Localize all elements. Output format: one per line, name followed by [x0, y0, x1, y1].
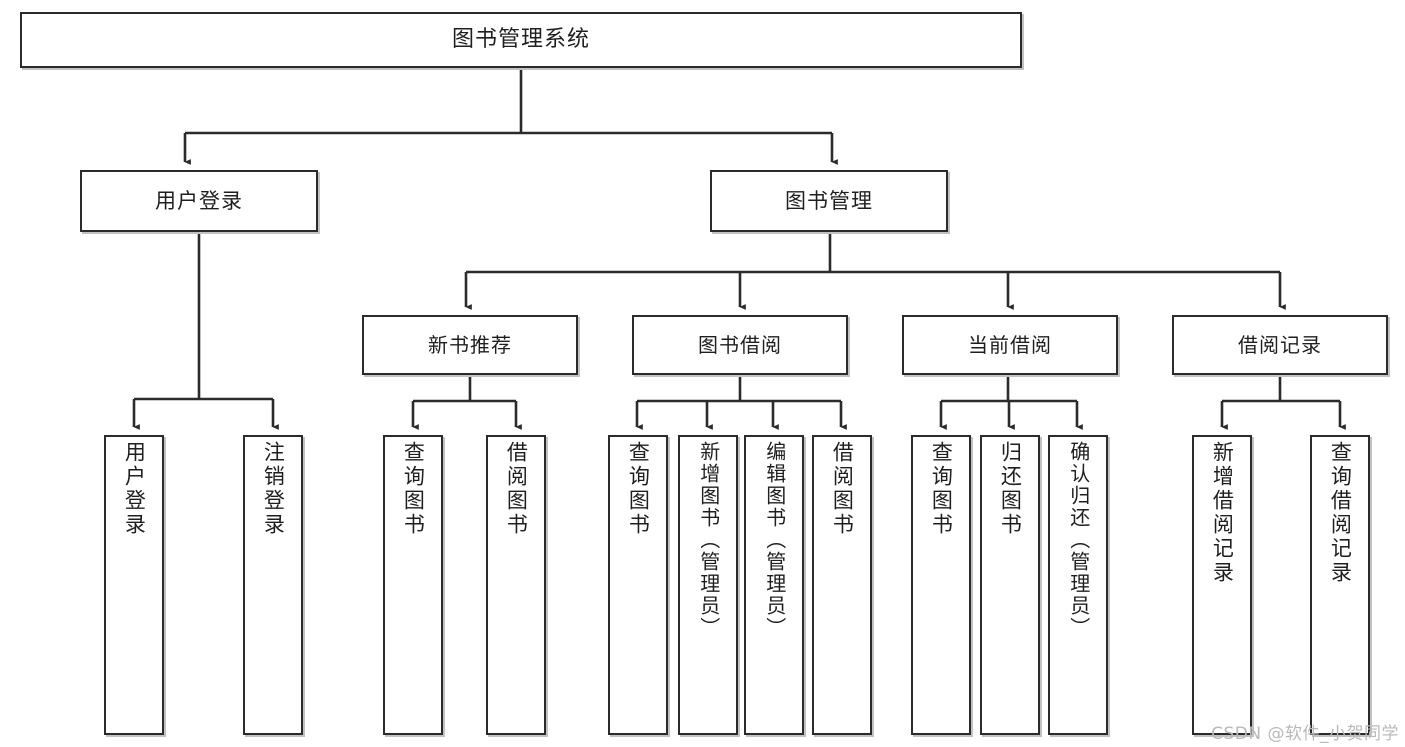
leaf-book-borrow-query[interactable]: 查询图书 — [608, 435, 668, 735]
node-current-borrow[interactable]: 当前借阅 — [902, 315, 1118, 375]
leaf-new-book-query[interactable]: 查询图书 — [383, 435, 443, 735]
node-borrow-record-label: 借阅记录 — [1238, 332, 1322, 357]
leaf-new-book-query-label: 查询图书 — [401, 441, 426, 537]
node-borrow-record[interactable]: 借阅记录 — [1172, 315, 1388, 375]
leaf-new-book-borrow[interactable]: 借阅图书 — [486, 435, 546, 735]
node-new-book-recommend[interactable]: 新书推荐 — [362, 315, 578, 375]
leaf-borrow-record-query[interactable]: 查询借阅记录 — [1310, 435, 1370, 735]
node-new-book-recommend-label: 新书推荐 — [428, 332, 512, 357]
node-root-label: 图书管理系统 — [451, 27, 590, 53]
leaf-borrow-record-add[interactable]: 新增借阅记录 — [1192, 435, 1252, 735]
node-book-management[interactable]: 图书管理 — [710, 170, 948, 232]
leaf-book-borrow-borrow[interactable]: 借阅图书 — [812, 435, 872, 735]
leaf-user-login-logout-label: 注销登录 — [261, 441, 286, 537]
leaf-borrow-record-add-label: 新增借阅记录 — [1210, 441, 1235, 585]
leaf-book-borrow-query-label: 查询图书 — [626, 441, 651, 537]
node-current-borrow-label: 当前借阅 — [968, 332, 1052, 357]
leaf-book-borrow-add[interactable]: 新增图书（管理员） — [678, 435, 738, 735]
csdn-watermark: CSDN @软件_小贺同学 — [1211, 724, 1399, 744]
leaf-book-borrow-borrow-label: 借阅图书 — [830, 441, 855, 537]
node-user-login[interactable]: 用户登录 — [80, 170, 318, 232]
node-book-borrow-label: 图书借阅 — [698, 332, 782, 357]
leaf-book-borrow-add-label: 新增图书（管理员） — [696, 441, 721, 639]
leaf-current-borrow-return[interactable]: 归还图书 — [980, 435, 1040, 735]
leaf-book-borrow-edit-label: 编辑图书（管理员） — [762, 441, 787, 639]
leaf-user-login-login[interactable]: 用户登录 — [104, 435, 164, 735]
leaf-current-borrow-return-label: 归还图书 — [998, 441, 1023, 537]
node-user-login-label: 用户登录 — [155, 188, 243, 213]
leaf-current-borrow-query[interactable]: 查询图书 — [911, 435, 971, 735]
node-book-borrow[interactable]: 图书借阅 — [632, 315, 848, 375]
leaf-current-borrow-confirm-label: 确认归还（管理员） — [1066, 441, 1091, 639]
leaf-new-book-borrow-label: 借阅图书 — [504, 441, 529, 537]
leaf-current-borrow-query-label: 查询图书 — [929, 441, 954, 537]
node-root[interactable]: 图书管理系统 — [20, 12, 1022, 68]
leaf-user-login-logout[interactable]: 注销登录 — [243, 435, 303, 735]
leaf-borrow-record-query-label: 查询借阅记录 — [1328, 441, 1353, 585]
leaf-user-login-login-label: 用户登录 — [122, 441, 147, 537]
node-book-management-label: 图书管理 — [785, 188, 873, 213]
leaf-book-borrow-edit[interactable]: 编辑图书（管理员） — [744, 435, 804, 735]
leaf-current-borrow-confirm[interactable]: 确认归还（管理员） — [1048, 435, 1108, 735]
